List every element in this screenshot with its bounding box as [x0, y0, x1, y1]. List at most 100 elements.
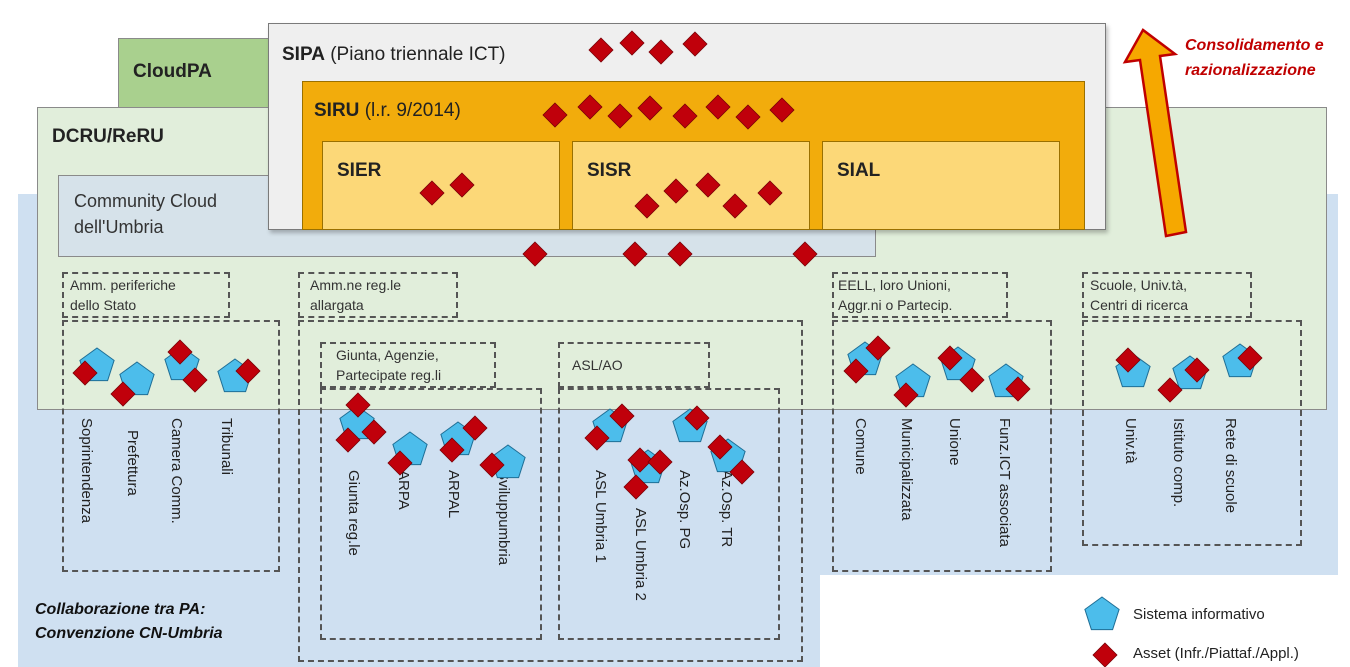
giunta-header-box	[320, 342, 496, 388]
sial-label: SIAL	[837, 160, 881, 181]
asset-diamond-icon	[769, 97, 795, 123]
stato-header-2: dello Stato	[70, 297, 137, 313]
asset-diamond-icon	[72, 360, 98, 386]
stato-group	[62, 320, 280, 572]
asset-diamond-icon	[439, 437, 465, 463]
asl-header: ASL/AO	[572, 357, 623, 373]
asset-diamond-icon	[735, 104, 761, 130]
sipa-rest: (Piano triennale ICT)	[330, 44, 506, 65]
collab-line-1: Collaborazione tra PA:	[35, 601, 206, 618]
asset-diamond-icon	[335, 427, 361, 453]
asset-diamond-icon	[449, 172, 475, 198]
sier-box	[322, 141, 560, 230]
sisr-label: SISR	[587, 160, 632, 181]
eell-header-1: EELL, loro Unioni,	[838, 277, 951, 293]
asl-group	[558, 388, 780, 640]
entity-sviluppumbria: Sviluppumbria	[495, 470, 512, 566]
asset-diamond-icon	[609, 403, 635, 429]
scuole-header-1: Scuole, Univ.tà,	[1090, 277, 1188, 293]
asset-diamond-icon	[707, 434, 733, 460]
giunta-header-2: Partecipate reg.li	[336, 367, 442, 383]
asset-diamond-icon	[345, 392, 371, 418]
stato-header-box	[62, 272, 230, 318]
asset-diamond-icon	[627, 447, 653, 473]
legend-asset-label: Asset (Infr./Piattaf./Appl.)	[1133, 645, 1299, 662]
asset-diamond-icon	[1237, 345, 1263, 371]
asset-diamond-icon	[729, 459, 755, 485]
entity-funz-ict: Funz.ICT associata	[996, 418, 1013, 547]
siru-label: SIRU (l.r. 9/2014)	[314, 100, 461, 122]
asset-diamond-icon	[647, 449, 673, 475]
community-cloud-label-1: Community Cloud	[74, 191, 218, 211]
asl-header-box	[558, 342, 710, 388]
arrow-title-2: razionalizzazione	[1185, 62, 1316, 79]
stato-header-1: Amm. periferiche	[70, 277, 176, 293]
asset-diamond-icon	[577, 94, 603, 120]
siru-rest: (l.r. 9/2014)	[364, 100, 461, 121]
entity-comune: Comune	[852, 418, 869, 475]
cloudpa-label: CloudPA	[133, 61, 212, 82]
asset-diamond-icon	[722, 193, 748, 219]
entity-asl-umbria-2: ASL Umbria 2	[632, 508, 649, 601]
asset-diamond-icon	[682, 31, 708, 57]
asset-diamond-icon	[672, 103, 698, 129]
regle-header-1: Amm.ne reg.le	[310, 277, 402, 293]
entity-arpa: ARPA	[395, 470, 412, 510]
asset-diamond-icon	[959, 367, 985, 393]
asset-diamond-icon	[684, 405, 710, 431]
sipa-bold: SIPA	[282, 44, 325, 65]
entity-az-osp-tr: Az.Osp. TR	[718, 470, 735, 548]
entity-rete-scuole: Rete di scuole	[1222, 418, 1239, 514]
eell-group	[832, 320, 1052, 572]
entity-arpal: ARPAL	[445, 470, 462, 519]
asset-diamond-icon	[623, 474, 649, 500]
entity-camera-comm: Camera Comm.	[168, 418, 185, 524]
scuole-group	[1082, 320, 1302, 546]
entity-az-osp-pg: Az.Osp. PG	[676, 470, 693, 550]
asset-diamond-icon	[419, 180, 445, 206]
entity-istituto-comp: Istituto comp.	[1170, 418, 1187, 508]
system-pentagon-icon	[119, 361, 155, 396]
legend-system-label: Sistema informativo	[1133, 606, 1265, 623]
regle-header-box	[298, 272, 458, 318]
asset-diamond-icon	[522, 241, 548, 267]
asset-diamond-icon	[1115, 347, 1141, 373]
eell-header-box	[832, 272, 1008, 318]
asset-diamond-icon	[695, 172, 721, 198]
asset-diamond-icon	[588, 37, 614, 63]
entity-univ: Univ.tà	[1122, 418, 1139, 464]
asset-diamond-icon	[865, 335, 891, 361]
legend-system-icon	[1084, 596, 1120, 631]
giunta-group	[320, 388, 542, 640]
entity-prefettura: Prefettura	[124, 430, 141, 496]
asset-diamond-icon	[792, 241, 818, 267]
regle-header-2: allargata	[310, 297, 364, 313]
eell-header-2: Aggr.ni o Partecip.	[838, 297, 953, 313]
asset-diamond-icon	[235, 358, 261, 384]
entity-tribunali: Tribunali	[218, 418, 235, 475]
dcru-label: DCRU/ReRU	[52, 126, 164, 147]
asset-diamond-icon	[182, 367, 208, 393]
asset-diamond-icon	[1184, 357, 1210, 383]
asset-diamond-icon	[584, 425, 610, 451]
entity-giunta-regle: Giunta reg.le	[345, 470, 362, 556]
asset-diamond-icon	[843, 358, 869, 384]
entity-unione: Unione	[946, 418, 963, 466]
entity-asl-umbria-1: ASL Umbria 1	[592, 470, 609, 563]
asset-diamond-icon	[1005, 376, 1031, 402]
asset-diamond-icon	[542, 102, 568, 128]
asset-diamond-icon	[634, 193, 660, 219]
sial-box	[822, 141, 1060, 230]
arrow-title-1: Consolidamento e	[1185, 37, 1324, 54]
asset-diamond-icon	[937, 345, 963, 371]
asset-diamond-icon	[110, 381, 136, 407]
scuole-header-2: Centri di ricerca	[1090, 297, 1189, 313]
entity-soprintendenza: Soprintendenza	[78, 418, 95, 524]
asset-diamond-icon	[637, 95, 663, 121]
asset-diamond-icon	[619, 30, 645, 56]
asset-diamond-icon	[757, 180, 783, 206]
sipa-label: SIPA (Piano triennale ICT)	[282, 44, 506, 66]
regle-group	[298, 320, 803, 662]
siru-bold: SIRU	[314, 100, 360, 121]
collab-line-2: Convenzione CN-Umbria	[35, 625, 223, 642]
